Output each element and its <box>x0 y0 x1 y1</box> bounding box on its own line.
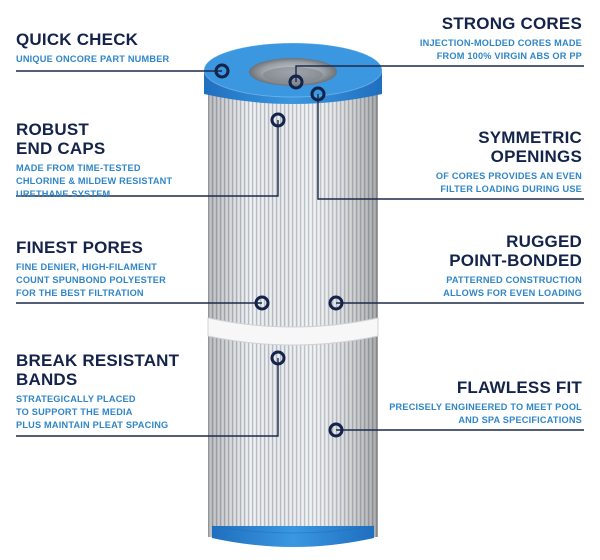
callout-rugged-point-bonded: RUGGED POINT-BONDED PATTERNED CONSTRUCTI… <box>443 232 582 300</box>
marker-icon <box>288 74 304 90</box>
marker-icon <box>270 350 286 366</box>
callout-markers <box>214 63 344 438</box>
marker-icon <box>270 112 286 128</box>
callout-description: OF CORES PROVIDES AN EVEN FILTER LOADING… <box>435 171 582 194</box>
marker-icon <box>254 295 270 311</box>
callout-description: PRECISELY ENGINEERED TO MEET POOL AND SP… <box>389 402 582 425</box>
callout-title: RUGGED POINT-BONDED <box>449 232 582 270</box>
marker-icon <box>310 86 326 102</box>
callout-description: INJECTION-MOLDED CORES MADE FROM 100% VI… <box>419 38 582 61</box>
marker-icon <box>328 422 344 438</box>
callout-title: QUICK CHECK <box>16 30 139 49</box>
callout-symmetric-openings: SYMMETRIC OPENINGS OF CORES PROVIDES AN … <box>436 128 582 196</box>
marker-icon <box>214 63 230 79</box>
callout-description: MADE FROM TIME-TESTED CHLORINE & MILDEW … <box>16 163 173 199</box>
callout-title: ROBUST END CAPS <box>16 120 106 158</box>
callout-flawless-fit: FLAWLESS FIT PRECISELY ENGINEERED TO MEE… <box>389 378 582 427</box>
callout-robust-end-caps: ROBUST END CAPS MADE FROM TIME-TESTED CH… <box>16 120 172 201</box>
callout-description: STRATEGICALLY PLACED TO SUPPORT THE MEDI… <box>16 394 169 430</box>
leader-robust-end-caps <box>16 120 279 197</box>
marker-icon <box>328 295 344 311</box>
callout-title: FINEST PORES <box>16 238 144 257</box>
callout-description: PATTERNED CONSTRUCTION ALLOWS FOR EVEN L… <box>443 275 582 298</box>
callout-title: BREAK RESISTANT BANDS <box>16 351 180 389</box>
leader-lines <box>16 65 584 437</box>
bottom-end-cap <box>211 525 375 547</box>
callout-finest-pores: FINEST PORES FINE DENIER, HIGH-FILAMENT … <box>16 238 166 300</box>
leader-break-resistant-bands <box>16 358 279 437</box>
callout-quick-check: QUICK CHECK UNIQUE ONCORE PART NUMBER <box>16 30 169 66</box>
callout-title: STRONG CORES <box>441 14 582 33</box>
callout-description: FINE DENIER, HIGH-FILAMENT COUNT SPUNBON… <box>16 262 166 298</box>
callout-break-resistant-bands: BREAK RESISTANT BANDS STRATEGICALLY PLAC… <box>16 351 179 432</box>
support-band <box>207 317 379 346</box>
leader-symmetric-openings <box>317 94 584 200</box>
top-end-cap <box>203 42 383 104</box>
callout-description: UNIQUE ONCORE PART NUMBER <box>16 54 170 64</box>
filter-pleated-body <box>208 82 378 537</box>
callout-title: FLAWLESS FIT <box>456 378 582 397</box>
callout-strong-cores: STRONG CORES INJECTION-MOLDED CORES MADE… <box>420 14 582 63</box>
callout-title: SYMMETRIC OPENINGS <box>478 128 582 166</box>
